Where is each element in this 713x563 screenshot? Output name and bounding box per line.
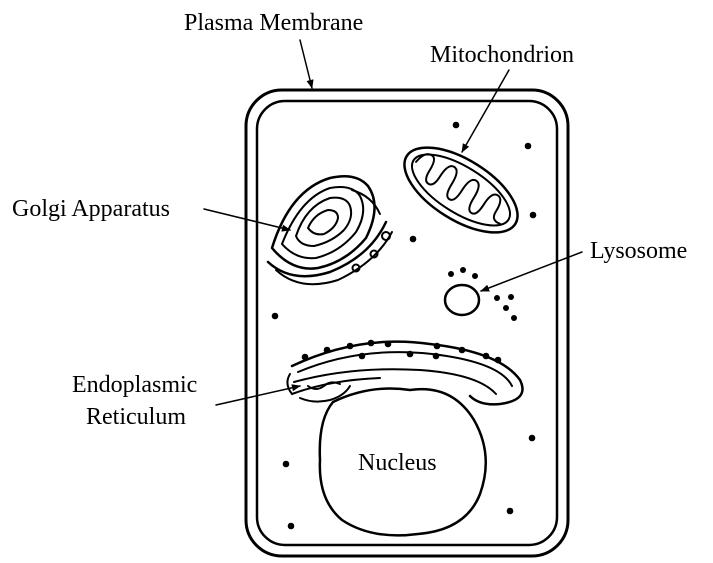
reticulum-label: Reticulum (86, 404, 186, 430)
lysosome-vesicles (448, 267, 517, 321)
endoplasmic-reticulum (287, 342, 522, 405)
plasma-membrane (246, 90, 568, 556)
cell-inner-membrane (257, 101, 557, 545)
endoplasmic-label: Endoplasmic (72, 372, 197, 398)
mitochondrion-pointer (462, 70, 509, 152)
leader-lines (204, 40, 582, 405)
lysosome-label: Lysosome (590, 238, 687, 264)
labels: Plasma Membrane Mitochondrion Golgi Appa… (12, 10, 687, 476)
mitochondrion-label: Mitochondrion (430, 42, 574, 68)
lysosome (445, 285, 479, 315)
mitochondrion (391, 131, 531, 250)
nucleus-label: Nucleus (358, 450, 437, 476)
plasma-membrane-pointer (300, 40, 312, 88)
plasma-membrane-label: Plasma Membrane (184, 10, 363, 36)
golgi-apparatus (268, 176, 392, 284)
cell-outer-wall (246, 90, 568, 556)
golgi-apparatus-label: Golgi Apparatus (12, 196, 170, 222)
